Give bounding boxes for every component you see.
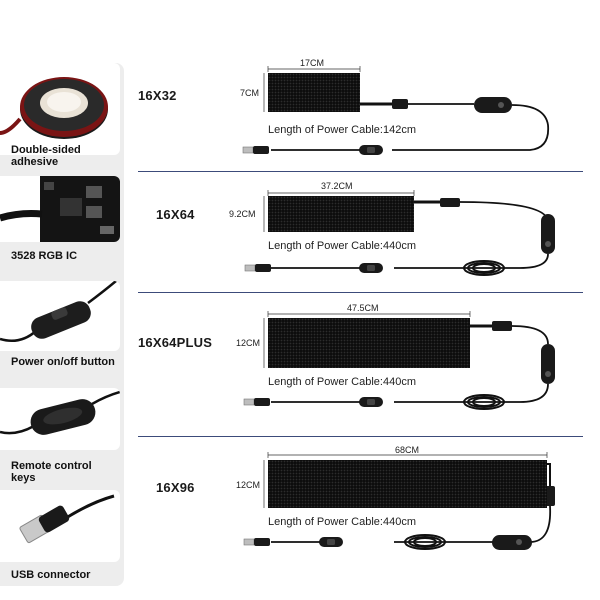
panel-width-label: 37.2CM: [321, 181, 353, 191]
adhesive-tape-roll-icon: [0, 63, 120, 155]
panel-width-label: 17CM: [300, 58, 325, 68]
feature-label: USB connector: [11, 569, 91, 581]
led-panel-16x64: [268, 196, 414, 232]
usb-plug-icon: [0, 490, 120, 562]
feature-label: 3528 RGB IC: [11, 250, 78, 262]
model-name: 16X64: [156, 207, 195, 222]
led-panel-16x32: [268, 73, 360, 112]
remote-control-icon: [0, 388, 120, 450]
model-name: 16X96: [156, 480, 195, 495]
inline-switch-icon: [0, 281, 120, 351]
cable-length-label: Length of Power Cable:142cm: [268, 124, 416, 136]
panel-width-label: 68CM: [395, 445, 420, 455]
circuit-chip-icon: [0, 176, 120, 242]
panel-height-label: 7CM: [240, 88, 260, 98]
feature-label: Remote control keys: [11, 460, 92, 484]
panel-width-label: 47.5CM: [347, 303, 379, 313]
section-divider: [138, 436, 583, 437]
panel-height-label: 9.2CM: [229, 209, 256, 219]
cable-length-label: Length of Power Cable:440cm: [268, 240, 416, 252]
cable-length-label: Length of Power Cable:440cm: [268, 516, 416, 528]
panel-height-label: 12CM: [236, 480, 261, 490]
section-divider: [138, 292, 583, 293]
led-panel-16x64plus: [268, 318, 470, 368]
model-name: 16X32: [138, 88, 177, 103]
feature-label: Double-sided adhesive: [11, 144, 81, 168]
section-divider: [138, 171, 583, 172]
panel-height-label: 12CM: [236, 338, 261, 348]
feature-label: Power on/off button: [11, 356, 115, 368]
model-name: 16X64PLUS: [138, 335, 213, 350]
led-panel-16x96: [268, 460, 547, 508]
cable-length-label: Length of Power Cable:440cm: [268, 376, 416, 388]
